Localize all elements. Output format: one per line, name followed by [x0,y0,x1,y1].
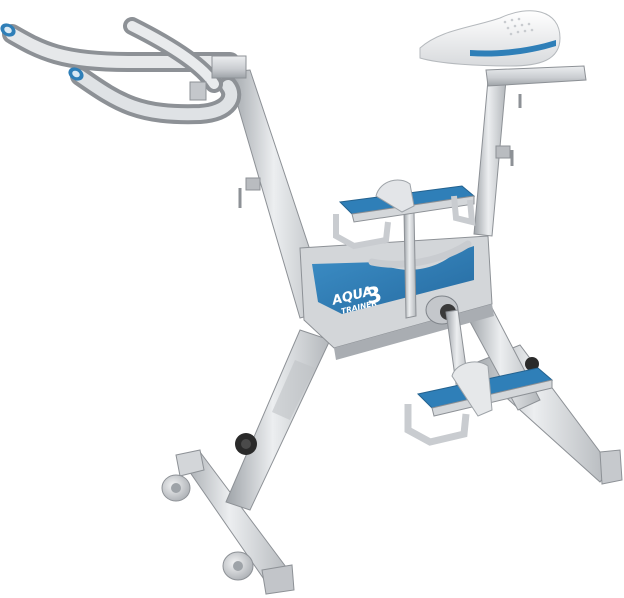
rear-base [469,344,623,485]
saddle [419,10,561,67]
blue-ring-grip-icon [68,67,84,81]
caster-wheel-icon [161,474,191,502]
main-body [299,235,494,360]
adjust-knob-icon [235,433,257,455]
model-number: 3 [364,282,385,310]
caster-wheel-icon [222,551,254,581]
upper-pedal [333,179,476,250]
front-leg [225,329,331,511]
front-base [175,449,295,595]
blue-ring-grip-icon [0,23,16,37]
seat-post [473,65,587,237]
lower-pedal [404,361,554,446]
handlebar [2,17,247,125]
